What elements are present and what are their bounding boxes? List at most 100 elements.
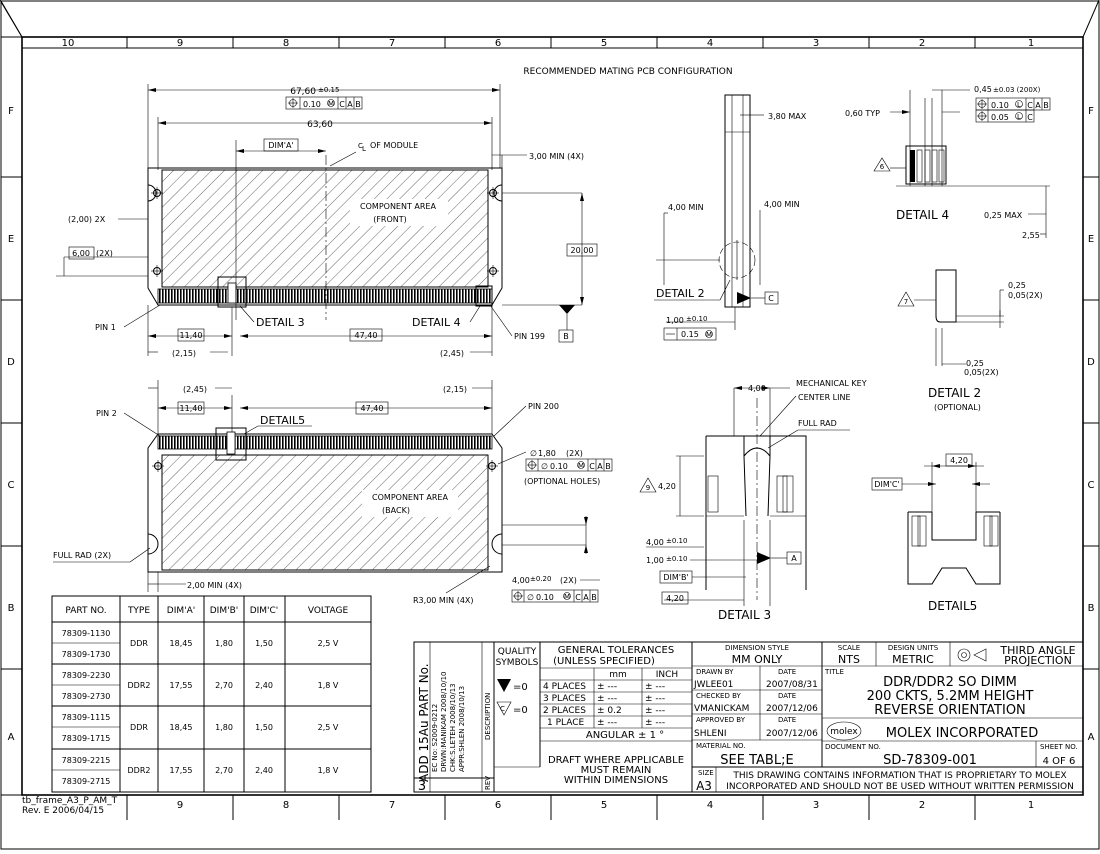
- hole-qty: (2X): [566, 449, 583, 458]
- dimension-style-value: MM ONLY: [732, 653, 783, 666]
- projection-label-line2: PROJECTION: [1004, 654, 1072, 667]
- svg-text:∅: ∅: [541, 462, 548, 471]
- tolerance-places: 3 PLACES: [543, 694, 586, 704]
- dim-0-45-tol: ±0.03 (200X): [993, 86, 1041, 94]
- drawing-title-line2: 200 CKTS, 5.2MM HEIGHT: [867, 689, 1034, 704]
- dim-4-00-min-right: 4,00 MIN: [764, 200, 800, 209]
- zone-label: 1: [1028, 800, 1034, 811]
- table-cell-voltage: 2,5 V: [318, 723, 339, 732]
- component-area-label-back: COMPONENT AREA: [372, 493, 448, 502]
- component-area-side: (FRONT): [373, 215, 407, 224]
- gold-finger-contacts-back: [157, 435, 493, 450]
- table-cell-type: DDR: [130, 639, 148, 648]
- svg-text:C: C: [1027, 101, 1033, 110]
- zone-label: 2: [919, 38, 925, 49]
- fcf-datum: B: [355, 100, 361, 109]
- frame-note: tb_frame_A3_P_AM_T: [22, 796, 118, 806]
- dim-2-45-back: (2,45): [183, 385, 207, 394]
- sheet-number: 4 OF 6: [1043, 756, 1076, 767]
- dim-c-callout: DIM'C': [874, 480, 899, 489]
- table-header: TYPE: [127, 606, 150, 616]
- dim-4-00-key: 4,00: [748, 384, 766, 393]
- table-cell-dim: 1,80: [215, 723, 233, 732]
- row-label: B: [1088, 603, 1095, 614]
- general-tolerances-title: GENERAL TOLERANCES: [558, 645, 674, 656]
- zone-label: 10: [62, 38, 75, 49]
- dim-1-00-tol: ±0.10: [686, 315, 707, 323]
- optional-note: (OPTIONAL): [934, 403, 981, 412]
- svg-text:∅: ∅: [530, 449, 537, 458]
- row-label: C: [8, 480, 15, 491]
- typ-pitch: 0,60 TYP: [845, 109, 880, 118]
- revision-number: 3: [418, 779, 426, 794]
- projection-label-line1: THIRD ANGLE: [999, 644, 1075, 657]
- dim-inner-length: 63,60: [307, 120, 333, 130]
- gold-finger-contacts: [157, 288, 493, 304]
- row-label: A: [8, 732, 15, 743]
- dim-0-25-max: 0,25 MAX: [984, 211, 1023, 220]
- detail2-optional-title: DETAIL 2: [928, 386, 981, 400]
- dim-6-note: (2X): [96, 249, 113, 258]
- fcf-tolerance: 0.10: [991, 101, 1009, 110]
- svg-text:M: M: [706, 331, 712, 339]
- angular-tolerance: ANGULAR ± 1 °: [586, 730, 664, 741]
- row-label: F: [1088, 106, 1094, 117]
- table-cell-part: 78309-2215: [62, 756, 111, 765]
- component-area-label: COMPONENT AREA: [360, 202, 436, 211]
- fcf-tolerance: 0.10: [536, 593, 554, 602]
- detail3-callout: DETAIL 3: [256, 316, 305, 329]
- table-cell-part: 78309-2730: [62, 692, 111, 701]
- drawing-title-line1: DDR/DDR2 SO DIMM: [883, 675, 1017, 690]
- drawn-by-value: JWLEE01: [693, 680, 733, 690]
- corner-radius-note: R3,00 MIN (4X): [413, 596, 474, 605]
- header-note: RECOMMENDED MATING PCB CONFIGURATION: [523, 67, 732, 77]
- approved-by-value: SHLENI: [694, 729, 727, 739]
- table-header: DIM'B': [210, 606, 238, 616]
- svg-text:A: A: [597, 462, 603, 471]
- tolerance-inch-value: ± ---: [645, 706, 665, 716]
- pin2-label: PIN 2: [96, 409, 117, 418]
- svg-text:L: L: [1017, 101, 1021, 109]
- dim-4-00-depth-tol: ±0.10: [666, 537, 687, 545]
- detail5-title: DETAIL5: [928, 599, 977, 613]
- dim-a-callout: DIM'A': [268, 141, 293, 150]
- svg-text:L: L: [1017, 113, 1021, 121]
- design-units-label: DESIGN UNITS: [888, 644, 939, 652]
- design-units-value: METRIC: [892, 653, 934, 666]
- table-header: VOLTAGE: [308, 606, 349, 616]
- dim-3-80-max: 3,80 MAX: [768, 112, 807, 121]
- date-label: DATE: [778, 692, 796, 700]
- dim-2-45: (2,45): [440, 349, 464, 358]
- svg-text:C: C: [358, 142, 363, 150]
- dim-6-box: 6,00: [72, 249, 90, 258]
- scale-label: SCALE: [838, 644, 860, 652]
- revision-block: ADD 15Au PART No. EC No: S2009-0212 DRWN…: [413, 641, 495, 794]
- table-cell-dim: 2,70: [215, 766, 233, 775]
- table-cell-voltage: 1,8 V: [318, 681, 339, 690]
- dim-0-25-bottom: 0,25: [966, 359, 984, 368]
- min-clearance-note: 3,00 MIN (4X): [529, 152, 584, 161]
- table-cell-dim: 1,50: [255, 723, 273, 732]
- dim-47-40: 47,40: [355, 331, 378, 340]
- pin200-label: PIN 200: [528, 402, 559, 411]
- tolerance-inch-value: ± ---: [645, 682, 665, 692]
- table-cell-part: 78309-1715: [62, 734, 111, 743]
- fcf-detail4: 0.10 L C A B 0.05 L C: [975, 97, 1051, 123]
- svg-text:B: B: [605, 462, 611, 471]
- draft-note-line3: WITHIN DIMENSIONS: [564, 775, 668, 786]
- material-label: MATERIAL NO.: [696, 742, 746, 750]
- detail-2-view: 3,80 MAX 4,00 MIN 4,00 MIN DETAIL 2 C 1,…: [654, 94, 807, 341]
- checked-date-value: 2007/12/06: [766, 704, 818, 714]
- svg-text:M: M: [328, 100, 334, 108]
- tolerance-places: 4 PLACES: [543, 682, 586, 692]
- svg-text:A: A: [1035, 101, 1041, 110]
- full-radius-key: FULL RAD: [798, 419, 837, 428]
- document-number-label: DOCUMENT NO.: [825, 743, 881, 751]
- size-value: A3: [696, 779, 712, 793]
- zone-label: 5: [601, 38, 607, 49]
- dim-overall-length: 67,60: [290, 87, 316, 97]
- proprietary-notice-line2: INCORPORATED AND SHOULD NOT BE USED WITH…: [726, 782, 1074, 792]
